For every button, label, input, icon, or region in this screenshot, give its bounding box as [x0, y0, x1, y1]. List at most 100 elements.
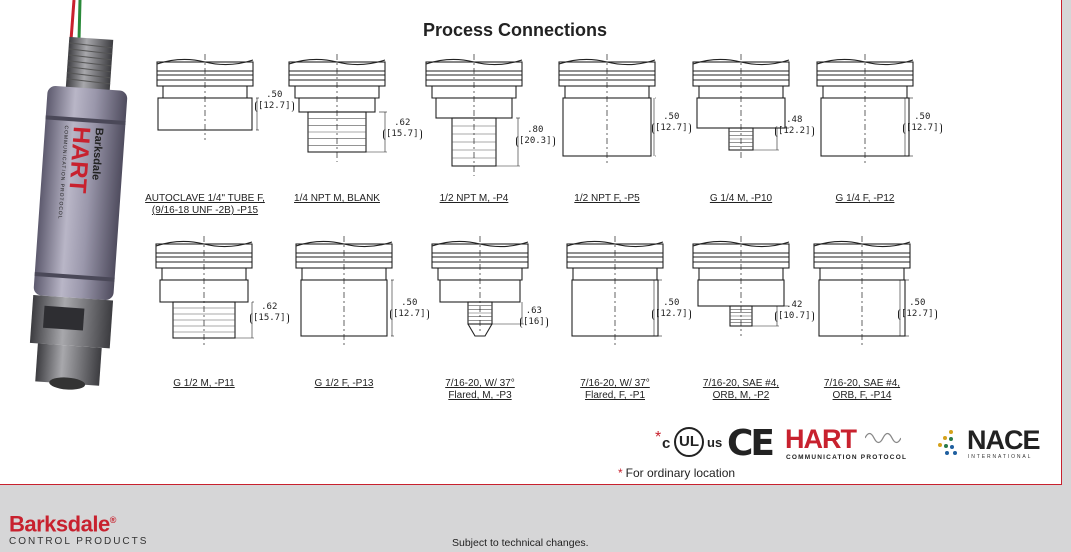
ul-c-letter: c — [662, 435, 671, 452]
connection-drawing — [558, 54, 656, 166]
nace-dots-icon — [938, 430, 957, 455]
caption-line: ORB, M, -P2 — [712, 390, 770, 401]
dimension-label: .50[12.7] — [903, 112, 942, 134]
hart-logo-subtitle: COMMUNICATION PROTOCOL — [786, 454, 908, 461]
ul-circle-mark: UL — [674, 427, 704, 457]
caption-line: 7/16-20, W/ 37° — [580, 378, 650, 389]
section-title: Process Connections — [422, 20, 608, 40]
brand-subtitle: CONTROL PRODUCTS — [9, 536, 149, 548]
connection-caption: G 1/2 M, -P11 — [129, 378, 279, 390]
caption-line: 1/2 NPT M, -P4 — [439, 193, 509, 204]
caption-line: AUTOCLAVE 1/4" TUBE F, — [145, 193, 265, 204]
dimension-label: .50[12.7] — [652, 112, 691, 134]
dimension-label: .48[12.2] — [775, 115, 814, 137]
ce-mark-icon: CE — [727, 423, 775, 464]
nace-logo-subtitle: INTERNATIONAL — [968, 454, 1033, 460]
dimension-mm: [12.7] — [898, 309, 937, 320]
ul-us-letters: us — [707, 435, 723, 450]
dimension-mm: [12.7] — [652, 123, 691, 134]
caption-line: Flared, F, -P1 — [584, 390, 646, 401]
connection-drawing — [813, 236, 911, 346]
caption-line: G 1/2 F, -P13 — [314, 378, 374, 389]
hart-logo-word: HART — [785, 424, 857, 454]
connection-drawing — [288, 54, 387, 162]
ordinary-location-note: *For ordinary location — [618, 466, 735, 480]
brand-name: Barksdale — [9, 511, 110, 537]
connection-caption: 1/2 NPT M, -P4 — [399, 193, 549, 205]
dimension-inches: .62 — [261, 302, 278, 312]
dimension-inches: .63 — [525, 306, 542, 316]
content-panel: HART COMMUNICATION PROTOCOL Barksdale Pr… — [0, 0, 1062, 485]
dimension-label: .50[12.7] — [652, 298, 691, 320]
connection-drawing — [692, 236, 790, 336]
connection-caption: 7/16-20, SAE #4,ORB, M, -P2 — [666, 378, 816, 402]
sensor-brand-label: Barksdale — [89, 127, 105, 180]
dimension-mm: [12.7] — [903, 123, 942, 134]
connection-caption: 1/2 NPT F, -P5 — [532, 193, 682, 205]
nace-logo-word: NACE — [967, 425, 1041, 455]
dimension-inches: .48 — [786, 115, 803, 125]
dimension-label: .63[16] — [520, 306, 548, 328]
connection-drawing — [155, 236, 254, 348]
pressure-transmitter-image: HART COMMUNICATION PROTOCOL Barksdale — [29, 0, 128, 390]
dimension-inches: .62 — [394, 118, 411, 128]
connection-caption: G 1/4 F, -P12 — [790, 193, 940, 205]
caption-line: G 1/2 M, -P11 — [173, 378, 235, 389]
dimension-inches: .50 — [663, 298, 680, 308]
dimension-label: .50[12.7] — [390, 298, 429, 320]
caption-line: 7/16-20, W/ 37° — [445, 378, 515, 389]
dimension-label: .42[10.7] — [775, 300, 814, 322]
sensor-hart-label: HART — [63, 126, 95, 195]
barksdale-logo: Barksdale® CONTROL PRODUCTS — [9, 508, 148, 548]
dimension-inches: .42 — [786, 300, 803, 310]
connection-drawing — [425, 54, 523, 176]
caption-line: 1/2 NPT F, -P5 — [574, 193, 640, 204]
dimension-label: .80[20.3] — [516, 125, 555, 147]
dimension-label: .62[15.7] — [250, 302, 289, 324]
dimension-label: .62[15.7] — [383, 118, 422, 140]
connection-caption: G 1/2 F, -P13 — [269, 378, 419, 390]
connection-drawings — [155, 54, 914, 348]
connection-caption: AUTOCLAVE 1/4" TUBE F,(9/16-18 UNF -2B) … — [130, 193, 280, 217]
caption-line: G 1/4 F, -P12 — [835, 193, 895, 204]
caption-line: 1/4 NPT M, BLANK — [294, 193, 380, 204]
note-asterisk: * — [618, 466, 623, 480]
ul-footnote-asterisk: * — [655, 429, 662, 446]
dimension-inches: .50 — [914, 112, 931, 122]
dimension-inches: .50 — [663, 112, 680, 122]
connection-drawing — [295, 236, 394, 346]
dimension-inches: .80 — [527, 125, 544, 135]
dimension-mm: [15.7] — [250, 313, 289, 324]
dimension-mm: [10.7] — [775, 311, 814, 322]
caption-line: Flared, M, -P3 — [448, 390, 512, 401]
note-text: For ordinary location — [625, 466, 736, 480]
certification-logos: * c UL us CE HART COMMUNICATION PROTOCOL… — [655, 423, 1055, 464]
dimension-mm: [16] — [520, 317, 548, 328]
connection-caption: 1/4 NPT M, BLANK — [262, 193, 412, 205]
caption-line: ORB, F, -P14 — [832, 390, 892, 401]
dimension-label: .50[12.7] — [898, 298, 937, 320]
caption-line: G 1/4 M, -P10 — [709, 193, 773, 204]
dimension-mm: [12.7] — [390, 309, 429, 320]
hart-wave-icon — [865, 432, 901, 444]
connection-caption: 7/16-20, W/ 37°Flared, M, -P3 — [405, 378, 555, 402]
caption-line: 7/16-20, SAE #4, — [823, 378, 901, 389]
brand-registered-mark: ® — [109, 515, 117, 525]
connection-drawing — [816, 54, 914, 166]
dimension-label: .50[12.7] — [255, 90, 294, 112]
dimension-mm: [20.3] — [516, 136, 555, 147]
connection-drawing — [431, 236, 529, 337]
connection-drawing — [156, 54, 259, 140]
connection-caption: 7/16-20, W/ 37°Flared, F, -P1 — [540, 378, 690, 402]
dimension-mm: [12.7] — [652, 309, 691, 320]
dimension-inches: .50 — [266, 90, 283, 100]
connection-caption: G 1/4 M, -P10 — [666, 193, 816, 205]
technical-changes-disclaimer: Subject to technical changes. — [452, 537, 589, 549]
dimension-mm: [12.2] — [775, 126, 814, 137]
dimension-inches: .50 — [909, 298, 926, 308]
dimension-inches: .50 — [401, 298, 418, 308]
caption-line: (9/16-18 UNF -2B) -P15 — [151, 205, 259, 216]
dimension-mm: [15.7] — [383, 129, 422, 140]
connection-drawing — [692, 54, 790, 160]
dimension-mm: [12.7] — [255, 101, 294, 112]
